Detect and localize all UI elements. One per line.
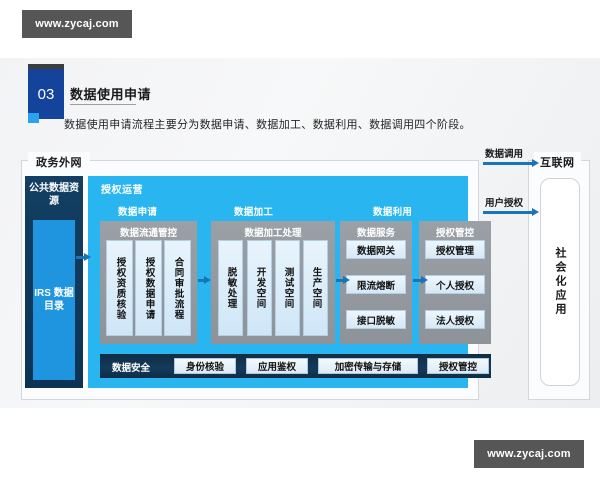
data-security-title: 数据安全 [112,363,151,374]
chip-authorization-management[interactable]: 授权管理 [425,240,485,259]
chip-identity-verification[interactable]: 身份核验 [174,358,236,374]
chip-application-authentication[interactable]: 应用鉴权 [246,358,308,374]
internet-label: 互联网 [534,152,581,173]
arrow-application-to-processing [198,276,211,285]
chip-encrypted-transfer-storage[interactable]: 加密传输与存储 [318,358,418,374]
watermark-top: www.zycaj.com [22,10,132,38]
connector-label-user-authorization: 用户授权 [485,198,524,209]
chip-desensitization[interactable]: 脱敏处理 [218,240,243,336]
arrow-catalog-to-operation [76,253,92,262]
group-title: 授权管控 [435,228,474,239]
group-title: 数据服务 [356,228,395,239]
group-data-circulation-control: 数据流通管控 授权资质核验 授权数据申请 合同审批流程 [100,221,197,344]
irs-catalog-box: IRS 数据目录 [33,220,75,380]
stage-label-data-processing: 数据加工 [234,207,274,218]
connector-label-data-invocation: 数据调用 [485,149,524,160]
chip-auth-qualification-check[interactable]: 授权资质核验 [106,240,133,336]
chip-production-space[interactable]: 生产空间 [303,240,328,336]
data-security-bar: 数据安全 身份核验 应用鉴权 加密传输与存储 授权管控 [100,354,491,378]
social-application-box: 社会化应用 [540,178,580,386]
public-data-resource-panel: 公共数据资源 IRS 数据目录 [25,176,83,388]
group-data-service: 数据服务 数据网关 限流熔断 接口脱敏 [340,221,412,344]
arrow-data-invocation [483,159,540,168]
chip-contract-approval-flow[interactable]: 合同审批流程 [164,240,191,336]
irs-catalog-label: IRS 数据目录 [34,288,74,312]
authorized-operation-panel: 授权运营 数据申请 数据加工 数据利用 数据流通管控 授权资质核验 授权数据申请… [88,176,491,388]
govnet-label: 政务外网 [28,152,90,173]
chip-development-space[interactable]: 开发空间 [247,240,272,336]
chip-rate-limit-breaker[interactable]: 限流熔断 [346,275,406,294]
chip-authorization-control[interactable]: 授权管控 [427,358,489,374]
watermark-text: www.zycaj.com [35,18,119,30]
authorized-operation-title: 授权运营 [101,185,143,196]
watermark-bottom: www.zycaj.com [474,440,584,468]
group-title: 数据加工处理 [244,228,302,239]
group-data-processing: 数据加工处理 脱敏处理 开发空间 测试空间 生产空间 [211,221,335,344]
page-title: 数据使用申请 [70,87,152,102]
section-badge-cap [28,64,64,69]
slide-body: 03 数据使用申请 数据使用申请流程主要分为数据申请、数据加工、数据利用、数据调… [0,58,600,408]
title-underline [70,104,136,105]
social-application-label: 社会化应用 [554,247,566,317]
group-title: 数据流通管控 [119,228,177,239]
arrow-user-authorization [483,208,540,217]
stage-label-data-application: 数据申请 [118,207,158,218]
arrow-processing-to-service [336,276,350,285]
chip-interface-desensitization[interactable]: 接口脱敏 [346,310,406,329]
section-number-badge: 03 [28,69,64,119]
section-description: 数据使用申请流程主要分为数据申请、数据加工、数据利用、数据调用四个阶段。 [64,119,471,131]
chip-test-space[interactable]: 测试空间 [275,240,300,336]
public-data-resource-title: 公共数据资源 [29,183,79,207]
section-badge-accent [28,113,39,123]
chip-personal-authorization[interactable]: 个人授权 [425,275,485,294]
group-authorization-control: 授权管控 授权管理 个人授权 法人授权 [419,221,491,344]
watermark-text: www.zycaj.com [487,448,571,460]
chip-data-gateway[interactable]: 数据网关 [346,240,406,259]
chip-legal-entity-authorization[interactable]: 法人授权 [425,310,485,329]
chip-auth-data-application[interactable]: 授权数据申请 [135,240,162,336]
arrow-service-to-authorization [413,276,429,285]
stage-label-data-utilization: 数据利用 [373,207,413,218]
